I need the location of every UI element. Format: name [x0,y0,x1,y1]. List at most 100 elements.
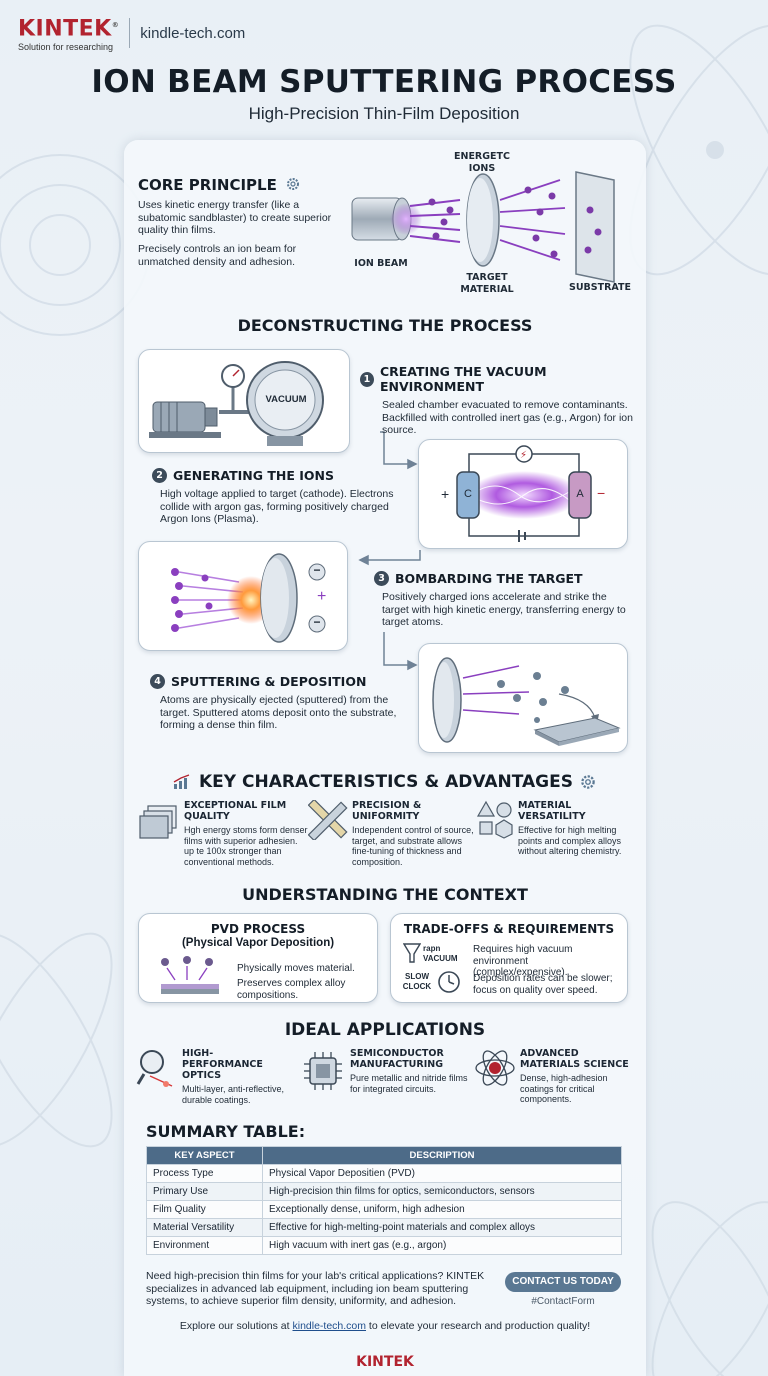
material-shapes-icon [476,800,513,839]
vacuum-label: VACUUM [265,394,307,405]
header: KINTEK® Solution for researching kindle-… [18,14,246,53]
bombarding-illustration-card: − − + [138,541,348,651]
plasma-discharge-icon: ⚡ [456,445,592,542]
cathode-label: C [464,488,472,500]
core-principle-text-2: Precisely controls an ion beam for unmat… [138,243,297,268]
contact-form-hashtag[interactable]: #ContactForm [531,1296,595,1307]
ruler-pencil-icon [308,800,348,840]
brand-logo[interactable]: KINTEK® [18,16,120,42]
core-principle-text-1: Uses kinetic energy transfer (like a sub… [138,199,332,236]
process-heading: DECONSTRUCTING THE PROCESS [237,316,533,335]
pvd-subtitle: (Physical Vapor Deposition) [181,937,335,949]
applications-heading: IDEAL APPLICATIONS [284,1020,486,1040]
header-website-link[interactable]: kindle-tech.com [140,24,246,42]
characteristic-precision: PRECISION & UNIFORMITY Independent contr… [352,800,476,867]
table-header-description: DESCRIPTION [262,1146,622,1165]
core-principle-heading: CORE PRINCIPLE [138,176,301,194]
characteristic-versatility-title: MATERIAL VERSATILITY [518,800,586,822]
step-3-number: 3 [374,571,389,586]
characteristics-heading: KEY CHARACTERISTICS & ADVANTAGES [124,772,646,792]
target-minus-sign-bottom: − [313,615,321,629]
page-subtitle: High-Precision Thin-Film Deposition [248,104,520,123]
step-3-title: BOMBARDING THE TARGET [395,571,583,586]
characteristic-film-quality-desc: Hgh energy stoms form denser films with … [184,825,308,867]
vacuum-funnel-icon [403,943,421,963]
label-substrate: SUBSTRATE [568,282,632,293]
anode-minus-sign: − [597,485,606,501]
application-materials-science: ADVANCED MATERIALS SCIENCE Dense, high-a… [520,1048,638,1105]
characteristic-film-quality-title: EXCEPTIONAL FILM QUALITY [184,800,287,822]
brand-logo-block: KINTEK® Solution for researching [18,14,120,53]
step-2-description: High voltage applied to target (cathode)… [160,488,394,525]
step-1-description: Sealed chamber evacuated to remove conta… [382,399,633,436]
step-1-title: CREATING THE VACUUM ENVIRONMENT [379,364,547,394]
target-minus-sign-top: − [313,563,321,577]
vacuum-illustration-card: VACUUM [138,349,350,453]
tradeoffs-title: TRADE-OFFS & REQUIREMENTS [403,922,615,936]
clock-icon [438,971,460,993]
pvd-deposition-icon [161,956,219,994]
application-optics-desc: Multi-layer, anti-reflective, durable co… [182,1084,285,1105]
plasma-illustration-card: ⚡ C A + − [418,439,628,549]
context-heading: UNDERSTANDING THE CONTEXT [242,885,528,904]
characteristic-versatility: MATERIAL VERSATILITY Effective for high … [518,800,638,857]
explore-text-post: to elevate your research and production … [366,1320,591,1332]
pvd-point-1: Physically moves material. [237,963,355,974]
table-cell-aspect: Primary Use [146,1182,263,1201]
explore-website-link[interactable]: kindle-tech.com [292,1320,367,1332]
chart-growth-icon [173,774,190,789]
tradeoff-point-1: Requires high vacuum environment (comple… [473,944,573,978]
step-1-number: 1 [360,371,374,387]
table-cell-aspect: Film Quality [146,1200,263,1219]
application-materials-science-desc: Dense, high-adhesion coatings for critic… [520,1073,608,1104]
gear-icon [287,178,300,190]
svg-text:⚡: ⚡ [520,450,527,461]
characteristic-precision-desc: Independent control of source, target, a… [352,825,474,867]
application-optics-title: HIGH-PERFORMANCE OPTICS [182,1048,263,1081]
pvd-process-card: PVD PROCESS (Physical Vapor Deposition) … [138,913,378,1003]
table-cell-description: High-precision thin films for optics, se… [262,1182,622,1201]
characteristic-film-quality: EXCEPTIONAL FILM QUALITY Hgh energy stom… [184,800,308,867]
target-plus-sign: + [317,588,327,605]
cta-text: Need high-precision thin films for your … [146,1270,485,1307]
label-ion-beam: ION BEAM [354,258,408,269]
application-materials-science-title: ADVANCED MATERIALS SCIENCE [520,1048,629,1070]
deposition-illustration-card [418,643,628,753]
chip-icon [304,1052,342,1090]
application-semiconductor-desc: Pure metallic and nitride films for inte… [350,1073,468,1094]
application-semiconductor-title: SEMICONDUCTOR MANUFACTURING [350,1048,444,1070]
table-header-aspect: KEY ASPECT [146,1146,263,1165]
process-connector-lines [358,431,421,671]
pvd-point-2: Preserves complex alloy compositions. [237,978,346,1001]
step-2-number: 2 [152,468,167,483]
explore-line: Explore our solutions at kindle-tech.com… [124,1320,646,1332]
table-cell-aspect: Material Versatility [146,1218,263,1237]
gear-icon [581,775,595,789]
characteristic-precision-title: PRECISION & UNIFORMITY [352,800,422,822]
footer-logo[interactable]: KINTEK [356,1354,414,1370]
step-4-number: 4 [150,674,165,689]
table-cell-description: High vacuum with inert gas (e.g., argon) [262,1236,622,1255]
table-cell-description: Physical Vapor Depositien (PVD) [262,1164,622,1183]
step-4-description: Atoms are physically ejected (sputtered)… [160,694,397,731]
table-cell-aspect: Environment [146,1236,263,1255]
cathode-plus-sign: + [441,486,450,502]
magnifier-laser-icon [136,1050,173,1087]
page-title: ION BEAM SPUTTERING PROCESS [91,64,677,100]
contact-us-button[interactable]: CONTACT US TODAY [505,1272,621,1292]
step-1: 1 CREATING THE VACUUM ENVIRONMENT Sealed … [360,364,636,437]
characteristic-versatility-desc: Effective for high melting points and co… [518,825,622,856]
